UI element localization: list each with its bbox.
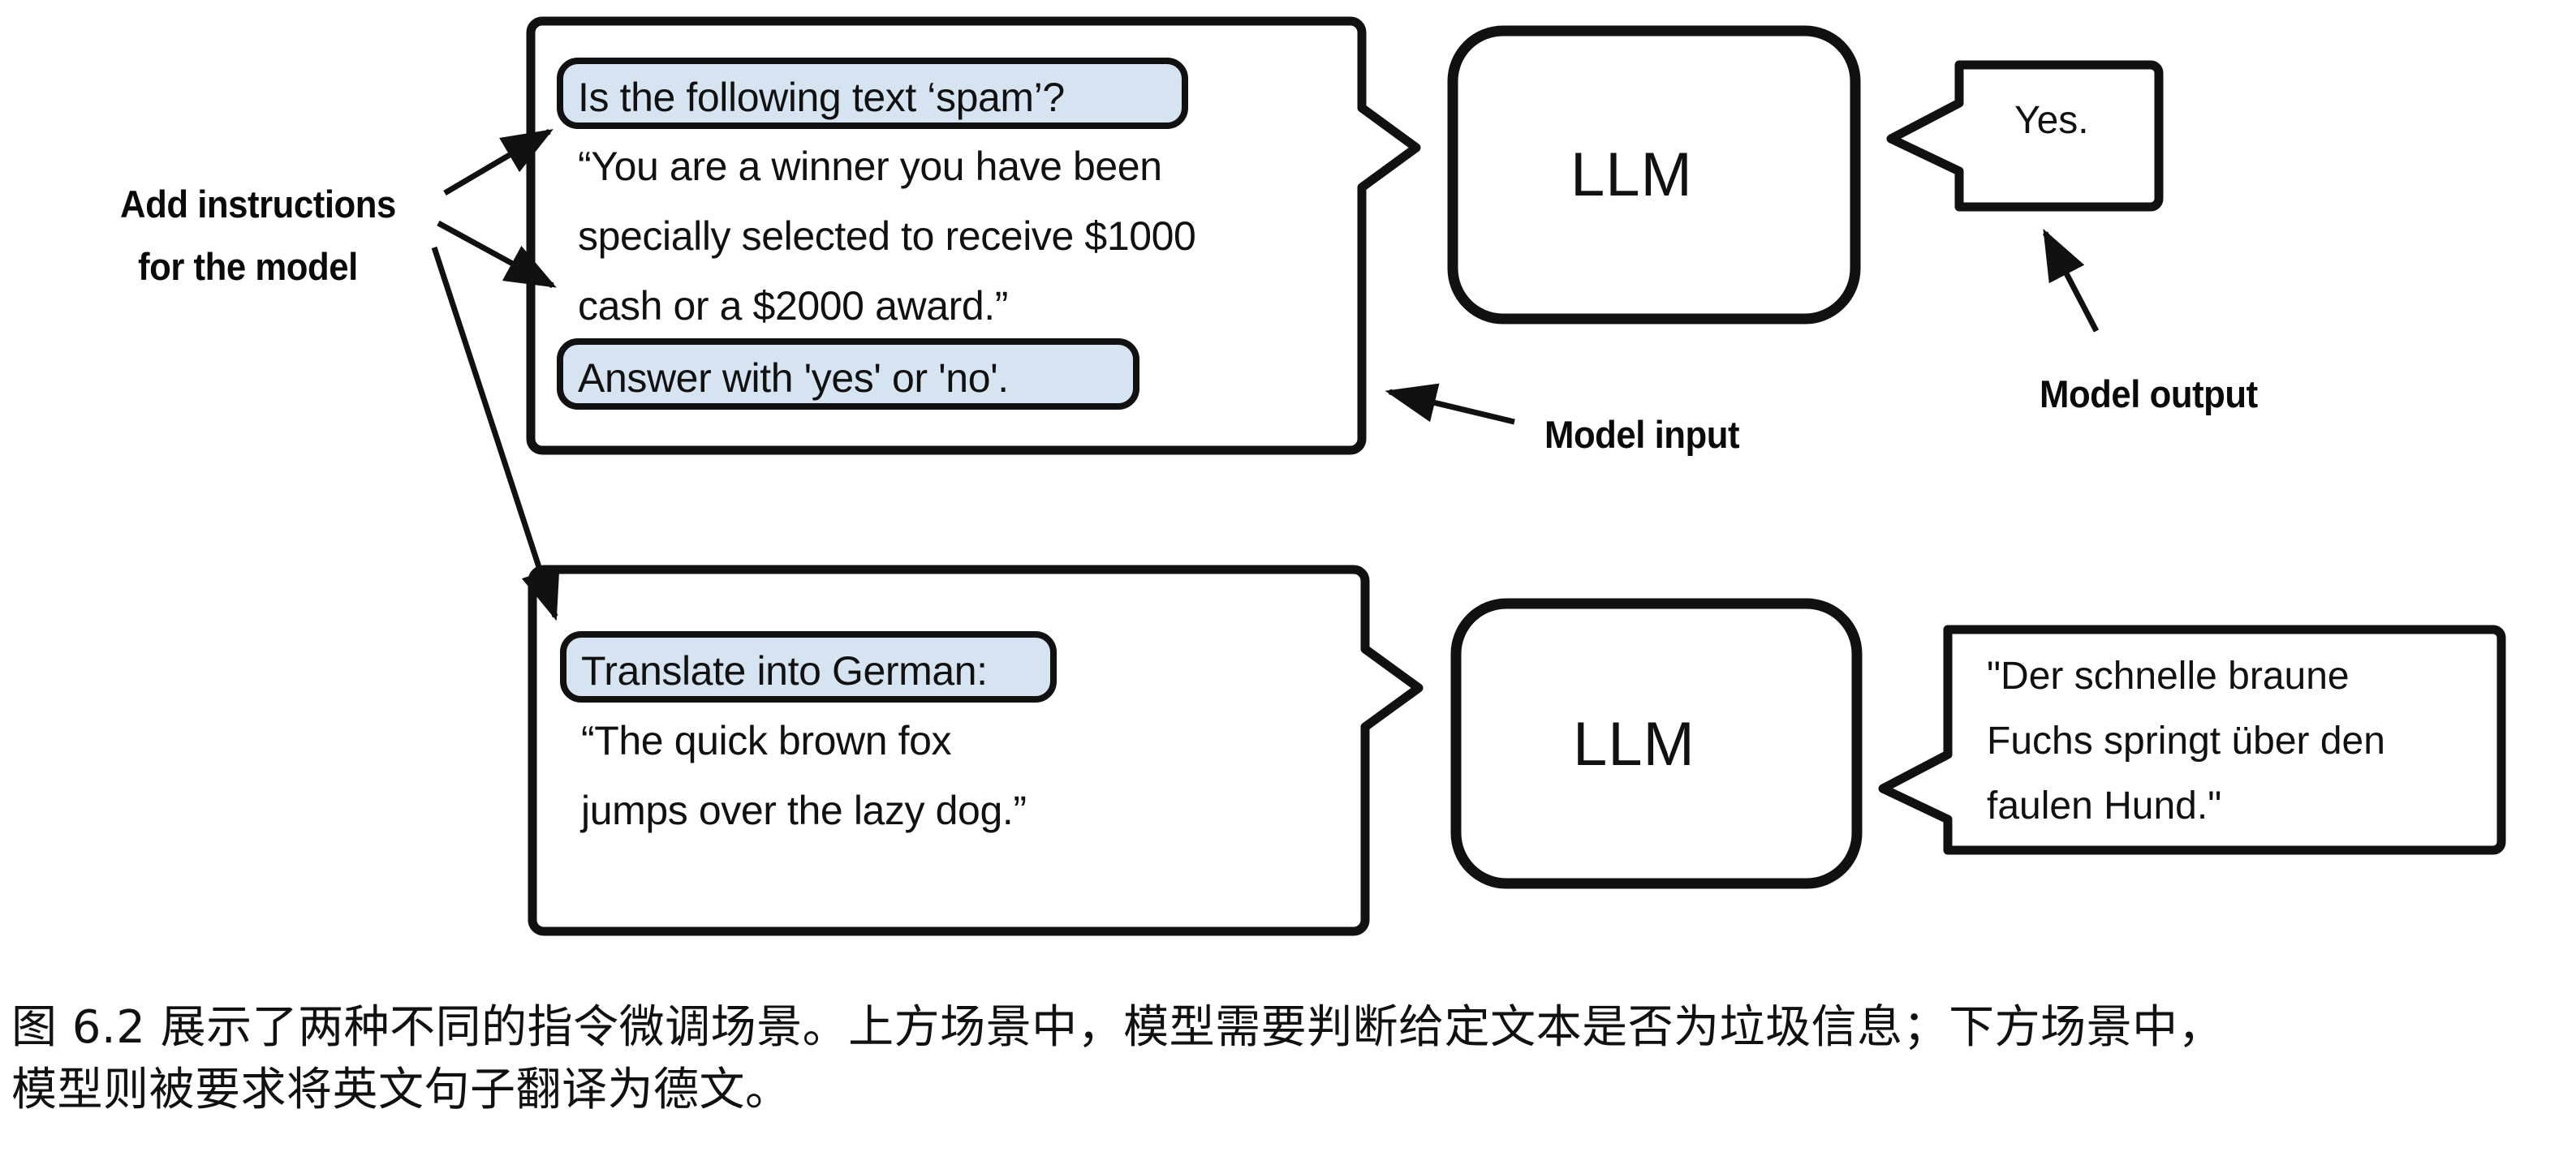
output-bubble-yes-line: Yes.	[2014, 99, 2089, 142]
output-bubble-german	[1878, 625, 2506, 855]
llm-label-top: LLM	[1570, 140, 1693, 209]
annotation-add-instructions-line2: for the model	[138, 245, 358, 288]
arrow-instructions-to-chip-top	[443, 128, 554, 196]
output-bubble-yes	[1886, 60, 2164, 212]
prompt-body-line: cash or a $2000 award.”	[578, 283, 1009, 329]
output-bubble-german-line: faulen Hund."	[1987, 784, 2222, 827]
llm-box-top	[1447, 25, 1861, 325]
arrow-instructions-to-chip-bottom	[437, 220, 557, 289]
prompt-body-line: “The quick brown fox	[581, 718, 952, 763]
instruction-chip-spam-question	[557, 58, 1188, 129]
prompt-body-line: “You are a winner you have been	[578, 144, 1162, 189]
figure-caption-line: 图 6.2 展示了两种不同的指令微调场景。上方场景中，模型需要判断给定文本是否为…	[11, 1001, 2225, 1054]
figure-caption: 图 6.2 展示了两种不同的指令微调场景。上方场景中，模型需要判断给定文本是否为…	[11, 996, 2568, 1122]
prompt-body-line: specially selected to receive $1000	[578, 213, 1196, 259]
instruction-chip-translate	[560, 631, 1057, 703]
annotation-add-instructions-line1: Add instructions	[120, 183, 396, 226]
annotation-model-output: Model output	[2040, 372, 2258, 415]
instruction-chip-spam-question-label: Is the following text ‘spam’?	[578, 75, 1065, 120]
arrow-model-input	[1385, 383, 1515, 425]
prompt-body-line: jumps over the lazy dog.”	[581, 788, 1027, 833]
instruction-chip-answer-format-label: Answer with 'yes' or 'no'.	[578, 355, 1009, 401]
arrow-model-output	[2042, 229, 2100, 333]
llm-box-bottom	[1450, 598, 1863, 889]
output-bubble-german-line: "Der schnelle braune	[1987, 655, 2350, 698]
arrow-instructions-to-chip-translate	[431, 246, 560, 621]
figure-caption-line: 模型则被要求将英文句子翻译为德文。	[11, 1064, 791, 1117]
annotation-model-input: Model input	[1544, 413, 1740, 456]
llm-label-bottom: LLM	[1573, 710, 1695, 779]
instruction-chip-translate-label: Translate into German:	[581, 648, 988, 694]
instruction-chip-answer-format	[557, 338, 1139, 410]
output-bubble-german-line: Fuchs springt über den	[1987, 720, 2385, 763]
